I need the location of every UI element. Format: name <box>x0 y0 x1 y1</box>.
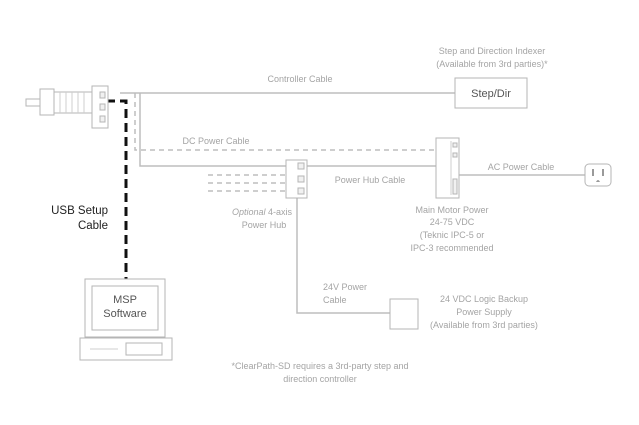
v24-power-cable <box>296 198 390 314</box>
motor-to-hub-cable <box>139 93 286 167</box>
footnote-1: *ClearPath-SD requires a 3rd-party step … <box>231 361 408 371</box>
msp-label-1: MSP <box>113 294 137 306</box>
indexer-title-1: Step and Direction Indexer <box>439 46 546 56</box>
hub-4axis-text: 4-axis <box>266 207 293 217</box>
controller-cable-label: Controller Cable <box>267 74 332 84</box>
main-motor-power-4: IPC-3 recommended <box>410 243 493 253</box>
logic-label-2: Power Supply <box>456 307 512 317</box>
computer-icon: MSP Software <box>79 278 173 361</box>
hub-label-1: Optional 4-axis <box>232 207 293 217</box>
msp-label-2: Software <box>103 308 146 320</box>
ac-power-cable-label: AC Power Cable <box>488 162 555 172</box>
dc-power-cable <box>134 93 436 151</box>
usb-label-2: Cable <box>78 220 108 232</box>
main-motor-power-2: 24-75 VDC <box>430 217 475 227</box>
footnote-2: direction controller <box>283 374 357 384</box>
logic-label-1: 24 VDC Logic Backup <box>440 294 528 304</box>
indexer-title-2: (Available from 3rd parties)* <box>436 59 548 69</box>
servo-motor-icon <box>25 85 109 129</box>
hub-label-2: Power Hub <box>242 220 287 230</box>
dc-power-cable-label: DC Power Cable <box>182 136 249 146</box>
step-dir-label: Step/Dir <box>471 88 511 100</box>
logic-supply-icon <box>389 298 419 330</box>
v24-label-1: 24V Power <box>323 282 367 292</box>
logic-label-3: (Available from 3rd parties) <box>430 320 538 330</box>
ac-outlet-icon <box>584 163 612 187</box>
v24-label-2: Cable <box>323 295 347 305</box>
usb-setup-cable <box>106 99 128 287</box>
power-hub-cable-label: Power Hub Cable <box>335 175 406 185</box>
usb-label-1: USB Setup <box>51 205 108 217</box>
hub-optional-text: Optional <box>232 207 267 217</box>
indexer-box-icon: Step/Dir <box>454 77 528 109</box>
power-hub-icon <box>285 159 308 199</box>
hub-axis-lines <box>208 174 286 192</box>
power-supply-icon <box>435 137 460 199</box>
main-motor-power-3: (Teknic IPC-5 or <box>420 230 485 240</box>
main-motor-power-1: Main Motor Power <box>415 205 488 215</box>
